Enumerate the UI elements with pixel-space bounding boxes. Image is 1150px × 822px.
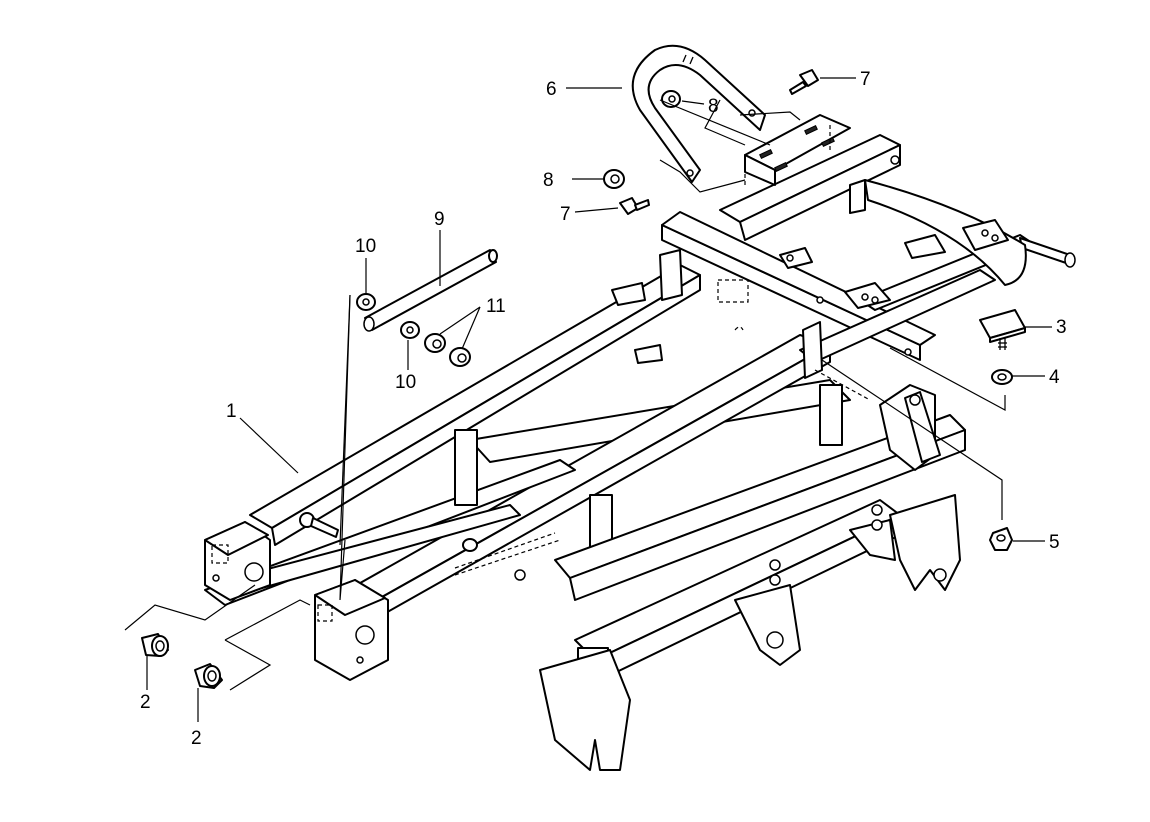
callout-9: 9 <box>434 209 445 230</box>
callout-1: 1 <box>226 401 237 422</box>
bushing-2a <box>141 633 169 657</box>
nut-11a <box>424 333 446 353</box>
mounting-plate <box>744 114 851 186</box>
pad-3 <box>979 309 1026 350</box>
callout-11: 11 <box>486 296 506 317</box>
main-frame <box>204 264 966 771</box>
bolt-7b <box>619 197 650 215</box>
bushing-2b <box>194 663 223 689</box>
callout-8a: 8 <box>708 96 719 117</box>
washer-10b <box>400 321 420 339</box>
nut-8b <box>603 169 625 189</box>
callout-3: 3 <box>1056 317 1067 338</box>
washer-10a <box>356 293 376 311</box>
callout-8b: 8 <box>543 170 554 191</box>
pin-dashed <box>462 538 478 552</box>
nut-11b <box>449 347 471 367</box>
callout-10b: 10 <box>395 372 416 393</box>
callout-7b: 7 <box>560 204 571 225</box>
callout-2a: 2 <box>140 692 151 713</box>
bolt-7a <box>789 69 819 95</box>
callout-6: 6 <box>546 79 557 100</box>
pin <box>363 249 498 332</box>
callout-7a: 7 <box>860 69 871 90</box>
callout-4: 4 <box>1049 367 1060 388</box>
leader-lines <box>124 77 1052 722</box>
callout-2b: 2 <box>191 728 202 749</box>
callout-5: 5 <box>1049 532 1060 553</box>
bolt-hinge <box>299 512 339 538</box>
nut-5 <box>989 527 1013 551</box>
rear-hitch-frame <box>611 134 1076 471</box>
hinge-block-right <box>314 579 389 681</box>
callout-10a: 10 <box>355 236 376 257</box>
washer-4 <box>991 369 1013 385</box>
hinge-block-left <box>204 521 271 601</box>
